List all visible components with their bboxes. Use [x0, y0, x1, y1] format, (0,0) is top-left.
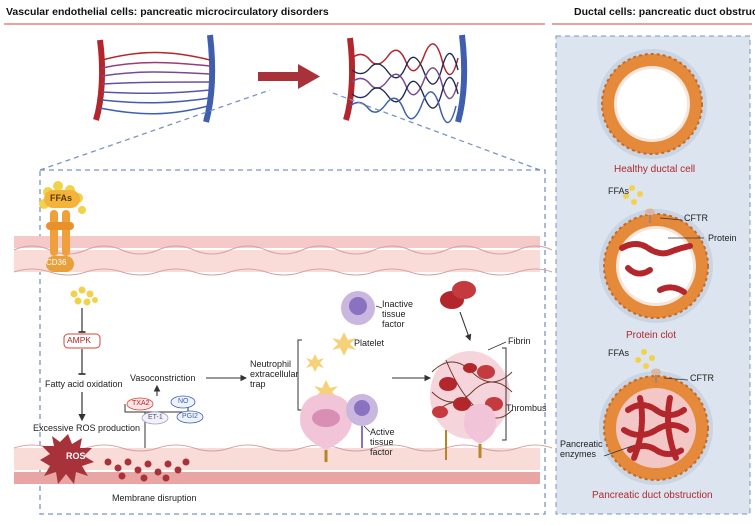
- obstructed-duct-illustration: [599, 368, 713, 485]
- ros-particles: [104, 458, 190, 482]
- platelet-label: Platelet: [354, 338, 385, 348]
- cftr-leader-1: [659, 217, 683, 221]
- protein-clot-label: Protein clot: [626, 330, 677, 341]
- cd36-label: CD36: [46, 258, 67, 267]
- no-label: NO: [178, 398, 189, 405]
- left-panel-title: Vascular endothelial cells: pancreatic m…: [6, 6, 329, 18]
- neutrophil-cells: [300, 394, 352, 462]
- fibrin-label: Fibrin: [508, 336, 531, 346]
- vasoconstriction-label: Vasoconstriction: [130, 373, 196, 383]
- ffas-duct-2-label: FFAs: [608, 348, 630, 358]
- ffas-capsule: [44, 190, 80, 208]
- healthy-microvessels-illustration: [93, 34, 216, 123]
- zoom-line-left: [39, 89, 271, 171]
- fibrin-leader: [487, 341, 507, 351]
- inactive-leader: [375, 305, 383, 309]
- cftr-1-label: CFTR: [684, 213, 708, 223]
- transition-arrow: [258, 64, 320, 89]
- ros-burst: [40, 434, 94, 484]
- mechanism-inset-box: [39, 169, 546, 515]
- protein-label: Protein: [708, 233, 737, 243]
- cftr-leader-2: [663, 377, 689, 381]
- thrombus-label: Thrombus: [506, 403, 547, 413]
- thrombus-bracket: [502, 347, 507, 441]
- et1-label: ET-1: [148, 414, 163, 421]
- no-oval: [170, 395, 196, 409]
- inactive-tissue-factor-cell: [341, 291, 375, 325]
- healthy-duct-illustration: [597, 49, 707, 159]
- rbc-to-thrombus-arrow: [459, 311, 472, 342]
- active-tissue-factor-label: Active tissue factor: [370, 427, 395, 457]
- pgi2-oval: [176, 410, 204, 424]
- net-bracket: [297, 339, 302, 411]
- ampk-label: AMPK: [67, 335, 92, 345]
- excessive-ros-label: Excessive ROS production: [33, 423, 141, 433]
- lower-endothelial-layer: [13, 444, 553, 484]
- et1-oval: [141, 411, 169, 425]
- ffa-cluster-duct-1: [623, 185, 643, 205]
- ffas-duct-1-label: FFAs: [608, 186, 630, 196]
- active-tissue-factor-cell: [346, 394, 378, 448]
- pgi2-label: PGI2: [182, 413, 198, 420]
- txa2-oval: [126, 397, 154, 411]
- ampk-box: [63, 333, 101, 349]
- inactive-tissue-factor-label: Inactive tissue factor: [382, 299, 414, 329]
- right-panel-title: Ductal cells: pancreatic duct obstructio…: [574, 6, 755, 18]
- ros-label: ROS: [66, 451, 86, 461]
- pancreatic-enzymes-label: Pancreatic enzymes: [560, 439, 603, 459]
- upper-endothelial-layer: [13, 236, 553, 276]
- txa2-label: TXA2: [132, 400, 150, 407]
- ffa-cluster-intracellular: [70, 286, 98, 306]
- active-leader: [363, 425, 371, 433]
- red-blood-cells: [440, 281, 476, 309]
- ffas-label: FFAs: [50, 193, 73, 203]
- ffa-cluster-duct-2: [635, 349, 655, 369]
- cd36-receptor: [46, 210, 74, 272]
- enzymes-leader: [603, 445, 633, 457]
- fatty-acid-oxidation-label: Fatty acid oxidation: [45, 379, 123, 389]
- membrane-disruption-label: Membrane disruption: [112, 493, 197, 503]
- pancreatic-duct-obstruction-label: Pancreatic duct obstruction: [592, 490, 713, 501]
- zoom-line-right: [329, 91, 541, 171]
- thrombus-mass: [430, 351, 513, 460]
- net-label: Neutrophil extracellular trap: [250, 359, 299, 389]
- disordered-microvessels-illustration: [343, 34, 468, 124]
- healthy-ductal-cell-label: Healthy ductal cell: [614, 164, 696, 175]
- cftr-2-label: CFTR: [690, 373, 714, 383]
- protein-clot-duct-illustration: [599, 208, 713, 323]
- platelet-cells: [306, 332, 356, 404]
